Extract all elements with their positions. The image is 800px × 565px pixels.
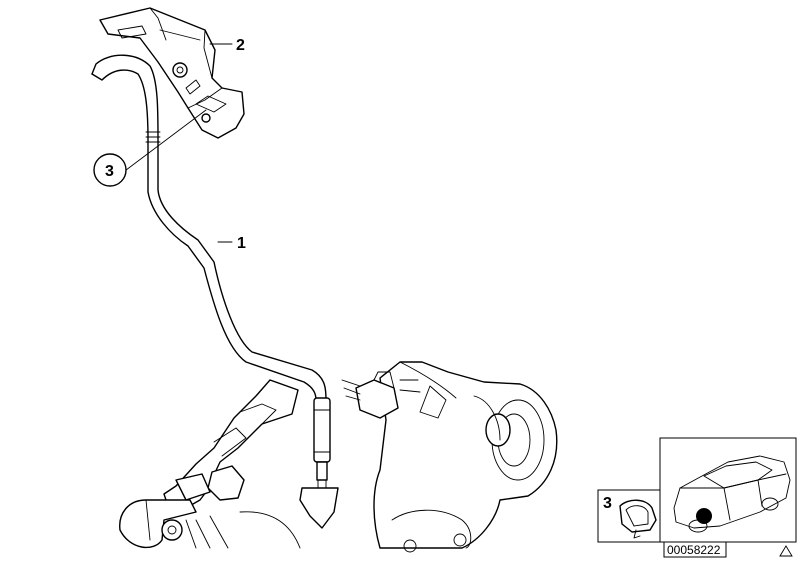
inset-callout-label-3: 3	[603, 495, 612, 512]
clip-inset: 3	[597, 489, 661, 543]
actuator-housing	[341, 361, 558, 553]
clip-icon	[619, 499, 657, 539]
triangle-outline-icon	[779, 545, 793, 557]
car-silhouette-icon	[673, 455, 791, 533]
document-number: 00058222	[667, 543, 721, 557]
callout-label-2: 2	[236, 37, 245, 54]
location-marker-icon	[696, 508, 712, 524]
callout-leaders	[125, 43, 233, 243]
document-number-box: 00058222	[663, 541, 727, 558]
vacuum-hose	[91, 54, 339, 529]
vehicle-location-inset	[659, 437, 797, 543]
callout-label-1: 1	[237, 235, 246, 252]
callout-label-3: 3	[105, 163, 114, 180]
callout-3: 3	[93, 153, 127, 187]
sensor-bracket	[99, 7, 245, 139]
lever-arm	[119, 379, 301, 549]
